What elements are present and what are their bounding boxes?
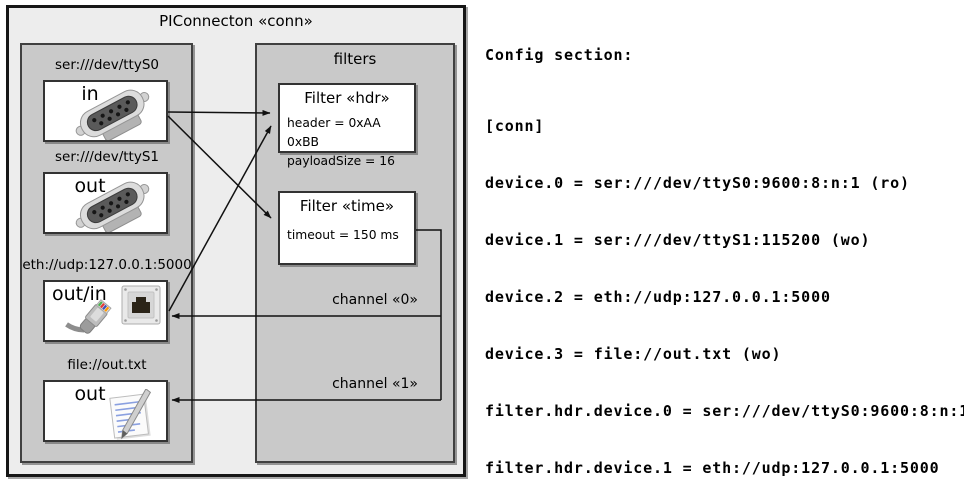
device-direction: in [81, 83, 99, 105]
config-line: [conn] [485, 117, 545, 135]
filter-property: header = 0xAA 0xBB [287, 116, 381, 149]
device-box-file: out [43, 380, 168, 442]
device-direction: out/in [52, 283, 107, 305]
serial-connector-icon [75, 181, 150, 232]
channel-1-label: channel «1» [332, 376, 418, 392]
device-box-ttys1: out [43, 172, 168, 234]
config-section: Config section: [conn] device.0 = ser://… [485, 8, 964, 484]
config-line: device.3 = file://out.txt (wo) [485, 345, 782, 363]
filter-property: timeout = 150 ms [287, 228, 399, 242]
config-line: filter.hdr.device.0 = ser:///dev/ttyS0:9… [485, 402, 964, 420]
device-direction: out [74, 383, 106, 405]
filter-title: Filter «hdr» [304, 89, 390, 107]
device-box-eth: out/in [43, 280, 168, 342]
config-line: device.2 = eth://udp:127.0.0.1:5000 [485, 288, 831, 306]
config-line: device.0 = ser:///dev/ttyS0:9600:8:n:1 (… [485, 174, 910, 192]
config-line: filter.hdr.device.1 = eth://udp:127.0.0.… [485, 459, 940, 477]
config-line: device.1 = ser:///dev/ttyS1:115200 (wo) [485, 231, 871, 249]
channel-0-label: channel «0» [332, 292, 418, 308]
device-url-ttys1: ser:///dev/ttyS1 [55, 149, 159, 165]
diagram-title: PIConnecton «conn» [159, 12, 313, 30]
ethernet-connector-icon [65, 299, 112, 334]
notepad-icon [109, 389, 152, 440]
filter-title: Filter «time» [299, 197, 395, 215]
filter-time-box: Filter «time» timeout = 150 ms [278, 191, 416, 265]
device-url-file: file://out.txt [67, 357, 147, 373]
serial-connector-icon [75, 89, 150, 140]
filter-property: payloadSize = 16 [287, 154, 395, 168]
filter-hdr-box: Filter «hdr» header = 0xAA 0xBB payloadS… [278, 83, 416, 168]
device-box-ttys0: in [43, 80, 168, 142]
device-direction: out [74, 175, 106, 197]
config-section-title: Config section: [485, 46, 634, 64]
device-url-ttys0: ser:///dev/ttyS0 [55, 57, 159, 73]
ethernet-port-icon [121, 285, 161, 325]
device-url-eth: eth://udp:127.0.0.1:5000 [22, 257, 192, 273]
filters-group-label: filters [333, 50, 377, 68]
